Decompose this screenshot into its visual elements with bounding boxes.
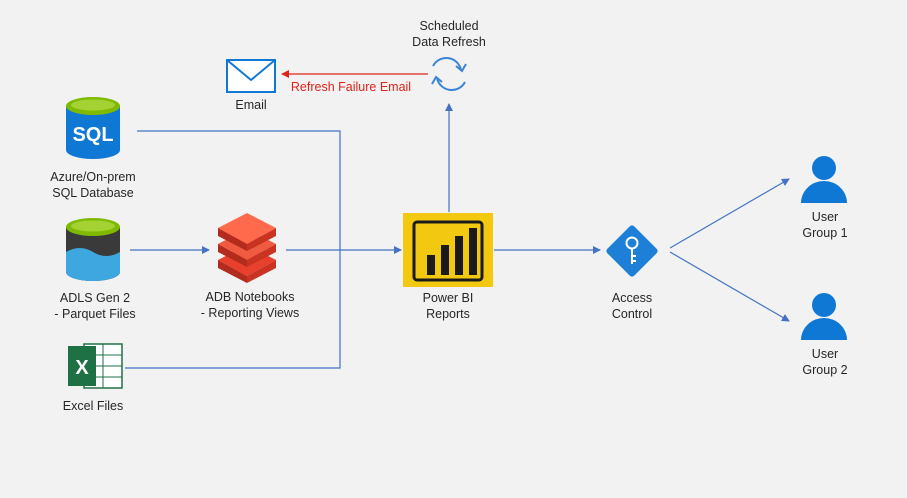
sql-database-label: Azure/On-prem SQL Database bbox=[50, 170, 136, 200]
sql-icon-text: SQL bbox=[72, 124, 113, 146]
powerbi-reports-label: Power BI Reports bbox=[422, 291, 474, 321]
adls-storage-icon bbox=[66, 218, 120, 281]
excel-to-powerbi-connector bbox=[125, 250, 341, 369]
email-icon bbox=[226, 59, 276, 93]
refresh-icon bbox=[431, 56, 467, 92]
databricks-icon bbox=[218, 213, 276, 283]
powerbi-icon bbox=[403, 213, 493, 287]
email-label: Email bbox=[235, 98, 267, 112]
adls-label: ADLS Gen 2 - Parquet Files bbox=[54, 291, 136, 321]
user-group-1-icon bbox=[801, 156, 847, 203]
sql-database-icon: SQL bbox=[66, 97, 120, 159]
access-to-group2-arrow bbox=[669, 251, 790, 322]
scheduled-refresh-label: Scheduled Data Refresh bbox=[412, 19, 486, 49]
user-group-2-label: User Group 2 bbox=[802, 347, 848, 377]
excel-files-label: Excel Files bbox=[62, 399, 124, 413]
adb-notebooks-label: ADB Notebooks - Reporting Views bbox=[200, 290, 300, 320]
access-to-group1-arrow bbox=[669, 178, 790, 249]
excel-icon-text: X bbox=[75, 357, 89, 379]
key-icon bbox=[606, 225, 658, 277]
user-group-1-label: User Group 1 bbox=[802, 210, 848, 240]
sql-to-powerbi-connector bbox=[137, 130, 402, 254]
refresh-failure-email-label: Refresh Failure Email bbox=[290, 80, 412, 94]
user-group-2-icon bbox=[801, 293, 847, 340]
access-control-label: Access Control bbox=[611, 291, 653, 321]
excel-icon: X bbox=[68, 343, 123, 389]
